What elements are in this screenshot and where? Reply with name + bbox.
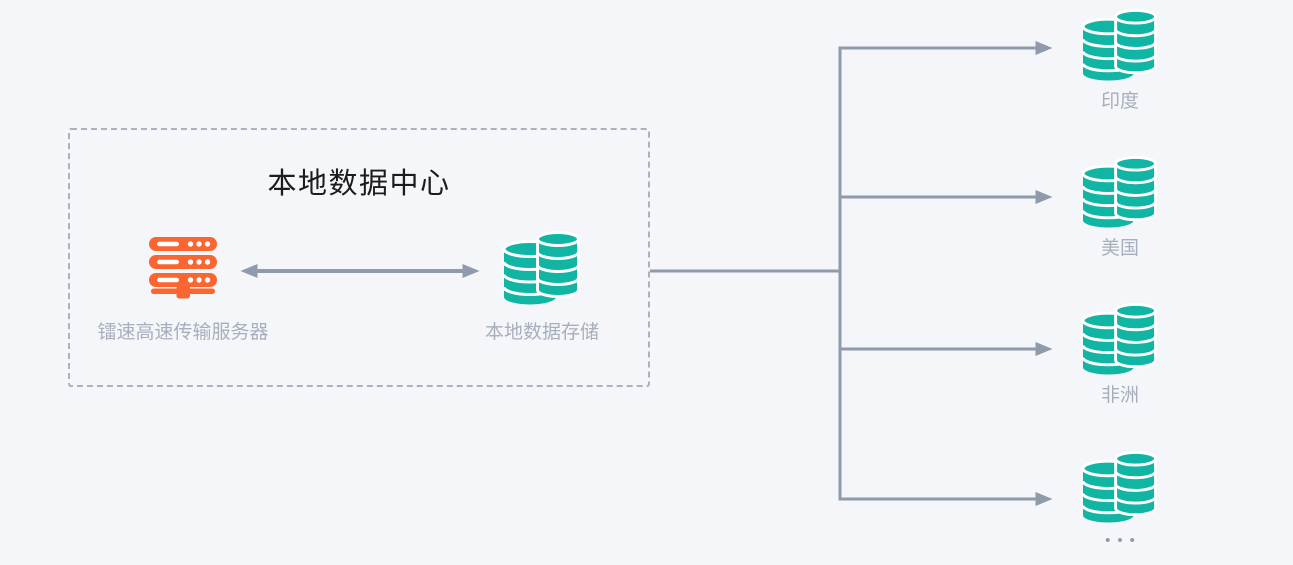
database-icon [1081, 155, 1159, 229]
database-icon [1081, 450, 1159, 524]
remote-site-label: 非洲 [1100, 385, 1139, 406]
remote-site-node-more: ••• [1040, 450, 1200, 552]
database-icon [1081, 302, 1159, 376]
remote-site-label: 美国 [1100, 238, 1139, 259]
branch-arrow-india [838, 41, 1053, 500]
local-datacenter-title: 本地数据中心 [267, 168, 451, 200]
transfer-server-node: 镭速高速传输服务器 [63, 237, 303, 344]
ellipsis-label: ••• [1105, 532, 1142, 549]
remote-site-node-africa: 非洲 [1040, 302, 1200, 407]
database-icon [1081, 8, 1159, 82]
remote-site-node-usa: 美国 [1040, 155, 1200, 260]
remote-site-node-india: 印度 [1040, 8, 1200, 113]
transfer-server-label: 镭速高速传输服务器 [97, 322, 269, 343]
database-icon [502, 230, 582, 306]
local-storage-label: 本地数据存储 [484, 322, 599, 343]
local-storage-node: 本地数据存储 [462, 230, 622, 344]
local-datacenter-box: 本地数据中心 [68, 128, 650, 387]
server-rack-icon [149, 237, 217, 299]
remote-site-label: 印度 [1100, 91, 1139, 112]
